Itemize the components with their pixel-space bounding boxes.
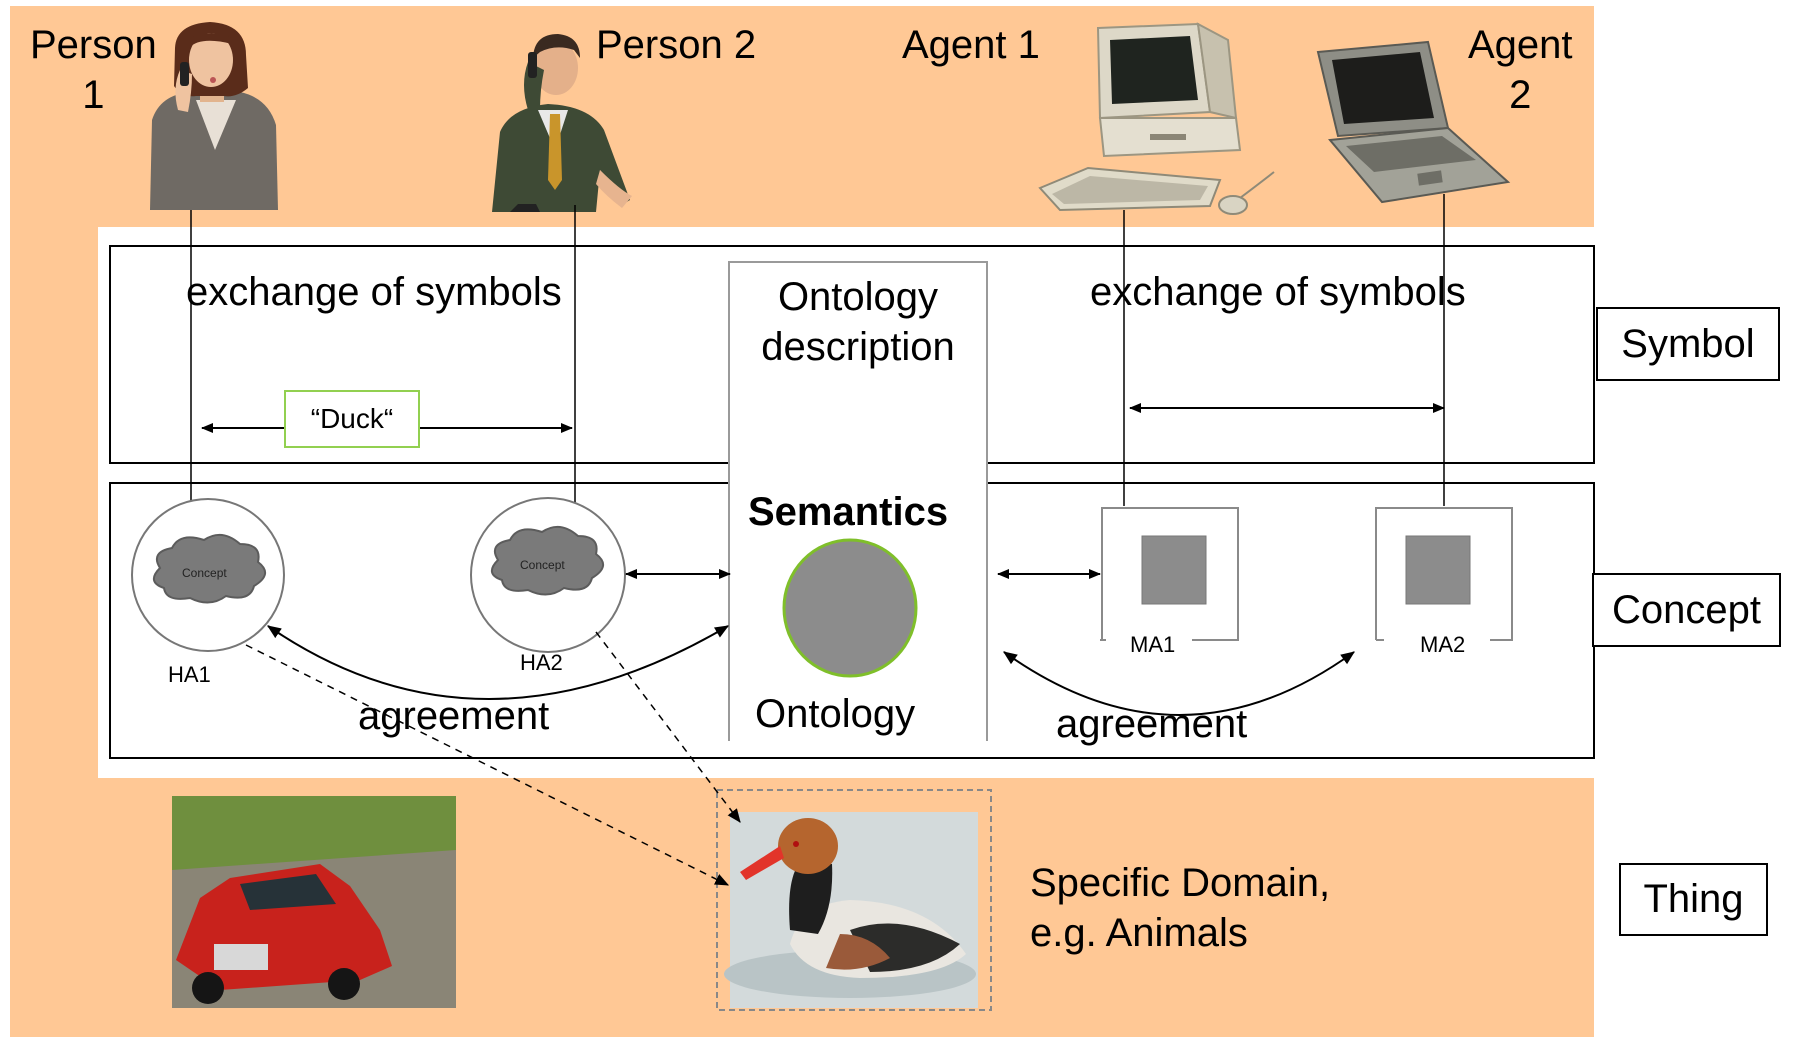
woman-phone-icon [150, 22, 278, 210]
person2-label: Person 2 [596, 23, 757, 67]
ma1-square [1141, 535, 1207, 605]
car-photo [172, 796, 456, 1008]
ma2-label: MA2 [1420, 632, 1466, 657]
cloud-label-ha2: Concept [520, 558, 565, 572]
desktop-computer-icon [1038, 22, 1275, 215]
exchange-symbols-right: exchange of symbols [1090, 270, 1466, 314]
duck-word-box: “Duck“ [284, 390, 420, 448]
ha1-label: HA1 [168, 662, 211, 687]
cloud-icon [491, 525, 604, 596]
ma1-frame [1100, 507, 1239, 641]
thing-side-label: Thing [1619, 863, 1768, 936]
agent1-label: Agent 1 [902, 23, 1040, 67]
man-phone-icon [492, 34, 632, 212]
cloud-icon [153, 533, 266, 604]
person1-label: Person 1 [30, 23, 157, 117]
duck-frame [716, 789, 992, 1011]
ontology-description: Ontology description [761, 275, 955, 369]
exchange-symbols-left: exchange of symbols [186, 270, 562, 314]
ha2-label: HA2 [520, 650, 563, 675]
ma1-label: MA1 [1130, 632, 1176, 657]
ma2-frame [1375, 507, 1513, 641]
agreement-left-label: agreement [358, 694, 550, 738]
domain-label: Specific Domain, e.g. Animals [1030, 861, 1331, 955]
laptop-icon [1316, 40, 1511, 204]
agreement-left-arrow [267, 625, 730, 700]
symbol-side-label: Symbol [1596, 307, 1780, 381]
agreement-right-label: agreement [1056, 702, 1248, 746]
concept-side-label: Concept [1592, 573, 1781, 647]
ontology-label: Ontology [755, 692, 916, 736]
ha2-thing-dashed [595, 631, 741, 823]
ha1-thing-dashed [245, 644, 730, 886]
cloud-label-ha1: Concept [182, 566, 227, 580]
agreement-right-arrow [1003, 651, 1355, 716]
ma2-square [1405, 535, 1471, 605]
duck-word: “Duck“ [310, 403, 394, 434]
agent2-label: Agent 2 [1468, 23, 1573, 117]
semantics-label: Semantics [748, 490, 949, 534]
semantics-circle [782, 538, 918, 678]
duck-photo [724, 812, 978, 1008]
